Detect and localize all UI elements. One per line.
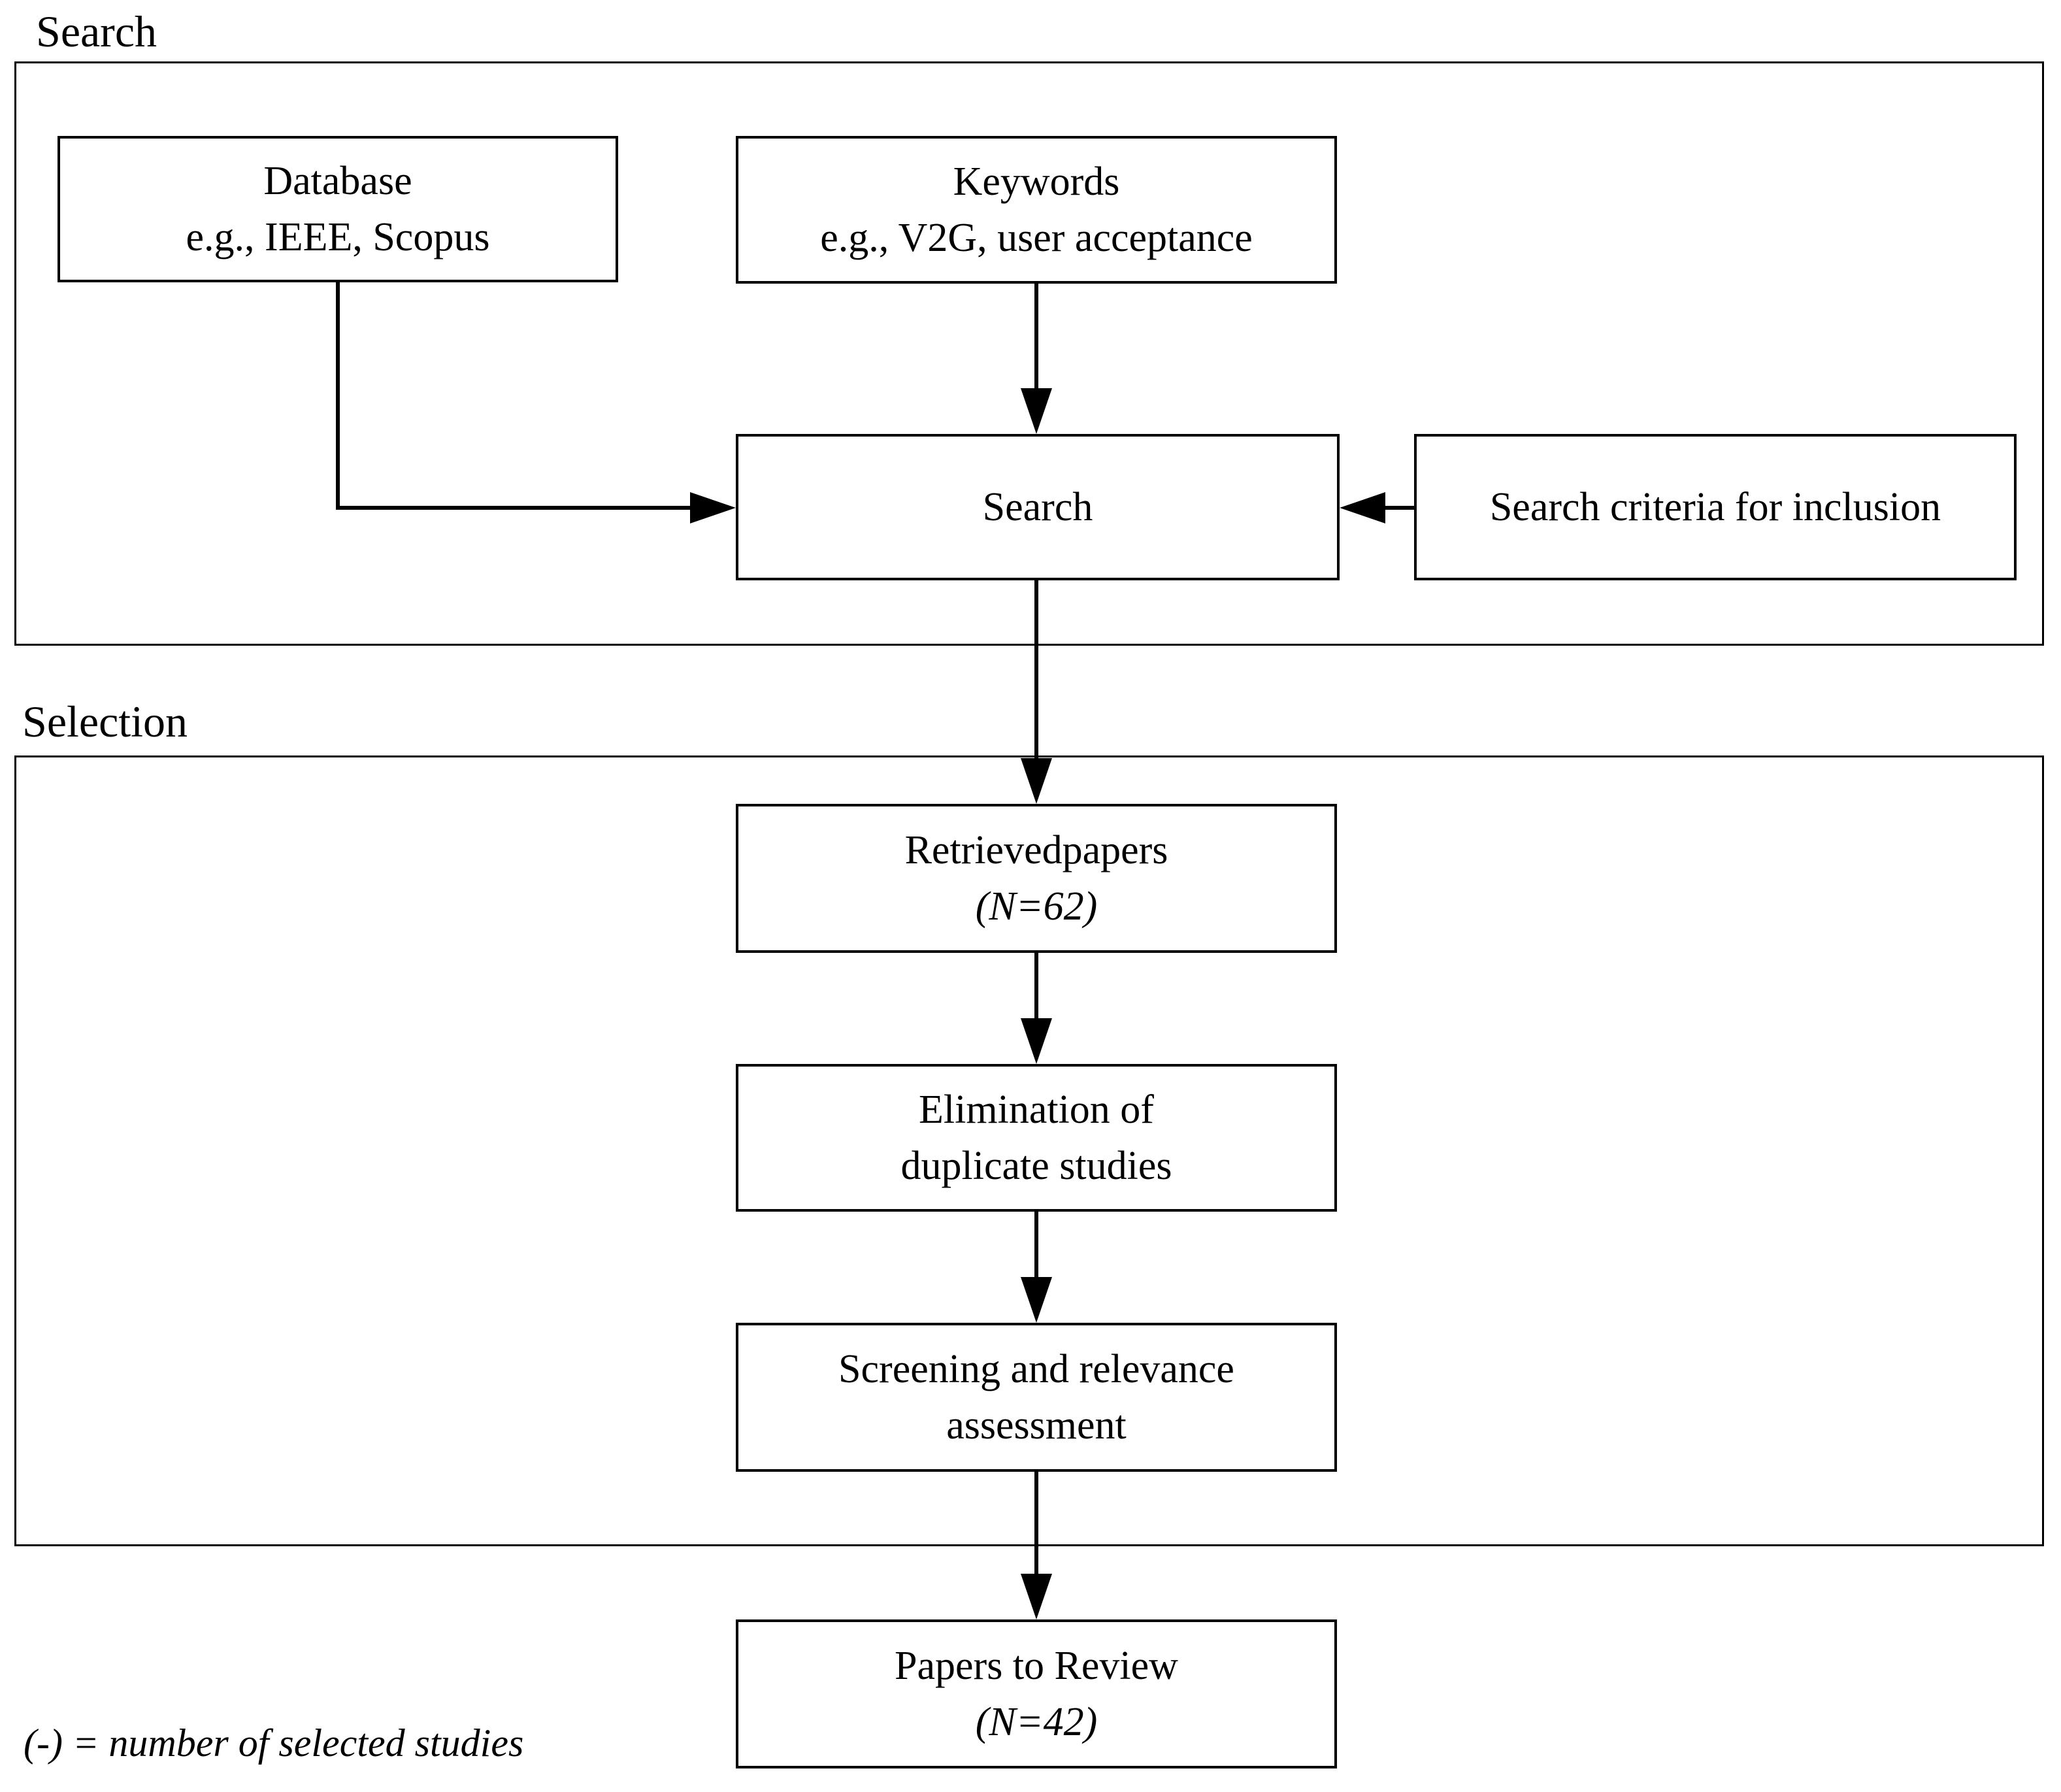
node-retrieved-papers-line1: Retrievedpapers	[904, 828, 1168, 872]
node-papers-to-review: Papers to Review (N=42)	[736, 1619, 1337, 1768]
node-keywords: Keywords e.g., V2G, user acceptance	[736, 136, 1337, 284]
node-search-criteria: Search criteria for inclusion	[1414, 434, 2017, 580]
node-elimination-line1: Elimination of	[919, 1087, 1154, 1132]
node-retrieved-papers-count: (N=62)	[975, 884, 1098, 929]
node-search-line1: Search	[982, 485, 1093, 529]
node-screening-line2: assessment	[946, 1403, 1127, 1448]
node-search-criteria-line1: Search criteria for inclusion	[1489, 485, 1941, 529]
node-database-line2: e.g., IEEE, Scopus	[186, 215, 490, 259]
node-database: Database e.g., IEEE, Scopus	[58, 136, 618, 282]
section-label-search: Search	[36, 7, 157, 56]
node-database-line1: Database	[263, 159, 412, 203]
node-elimination: Elimination of duplicate studies	[736, 1064, 1337, 1212]
node-keywords-line1: Keywords	[953, 159, 1120, 204]
selection-section-container	[14, 755, 2044, 1546]
node-screening: Screening and relevance assessment	[736, 1323, 1337, 1472]
legend-note: (-) = number of selected studies	[24, 1721, 524, 1765]
node-keywords-line2: e.g., V2G, user acceptance	[820, 216, 1253, 260]
node-retrieved-papers: Retrievedpapers (N=62)	[736, 804, 1337, 953]
node-papers-to-review-line1: Papers to Review	[895, 1644, 1178, 1688]
section-label-selection: Selection	[22, 697, 188, 746]
node-screening-line1: Screening and relevance	[838, 1347, 1234, 1391]
node-elimination-line2: duplicate studies	[900, 1144, 1172, 1188]
node-papers-to-review-count: (N=42)	[975, 1700, 1098, 1744]
node-search: Search	[736, 434, 1340, 580]
search-section-container	[14, 61, 2044, 646]
